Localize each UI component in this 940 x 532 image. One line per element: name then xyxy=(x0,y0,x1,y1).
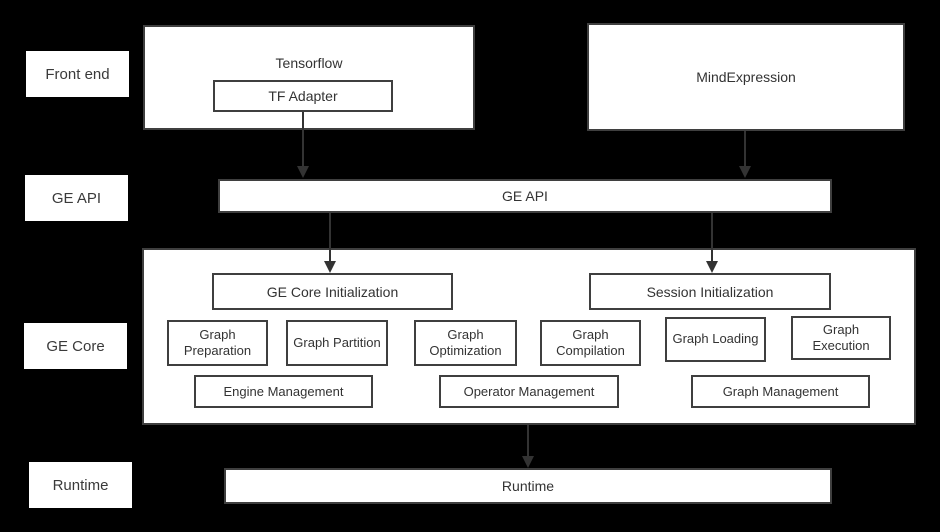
graph-optimization-box: Graph Optimization xyxy=(414,320,517,366)
graph-preparation-box: Graph Preparation xyxy=(167,320,268,366)
arrow-ge-api-to-ge-core-init xyxy=(324,213,336,273)
graph-management-box: Graph Management xyxy=(691,375,870,408)
graph-compilation-box: Graph Compilation xyxy=(540,320,641,366)
row-label-front-end: Front end xyxy=(26,51,129,97)
session-initialization-box: Session Initialization xyxy=(589,273,831,310)
ge-api-bar: GE API xyxy=(218,179,832,213)
row-label-ge-core: GE Core xyxy=(24,323,127,369)
arrow-ge-core-to-runtime xyxy=(522,425,534,468)
tensorflow-title: Tensorflow xyxy=(275,55,343,71)
graph-partition-box: Graph Partition xyxy=(286,320,388,366)
graph-loading-box: Graph Loading xyxy=(665,317,766,362)
arrow-mindexpression-to-ge-api xyxy=(739,131,751,178)
runtime-bar: Runtime xyxy=(224,468,832,504)
graph-execution-box: Graph Execution xyxy=(791,316,891,360)
ge-core-initialization-box: GE Core Initialization xyxy=(212,273,453,310)
row-label-ge-api: GE API xyxy=(25,175,128,221)
engine-management-box: Engine Management xyxy=(194,375,373,408)
arrow-tf-adapter-to-ge-api xyxy=(297,112,309,178)
mindexpression-box: MindExpression xyxy=(587,23,905,131)
row-label-runtime: Runtime xyxy=(29,462,132,508)
arrow-ge-api-to-session-init xyxy=(706,213,718,273)
ge-core-container: GE Core Initialization Session Initializ… xyxy=(142,248,916,425)
operator-management-box: Operator Management xyxy=(439,375,619,408)
tensorflow-box: Tensorflow TF Adapter xyxy=(143,25,475,130)
tf-adapter-box: TF Adapter xyxy=(213,80,393,112)
